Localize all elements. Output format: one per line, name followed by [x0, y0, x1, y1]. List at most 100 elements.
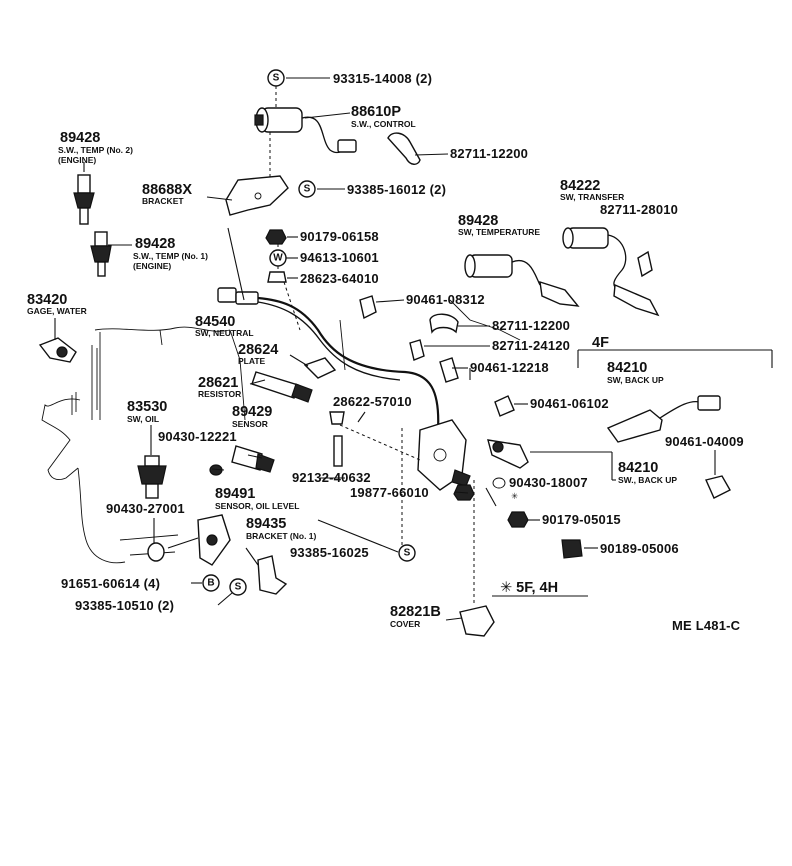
part-89428-no1[interactable]: 89428 S.W., TEMP (No. 1) (ENGINE) [133, 236, 208, 271]
washer-symbol: W [269, 249, 287, 267]
svg-text:91651-60614 (4): 91651-60614 (4) [61, 576, 160, 591]
part-83530[interactable]: 83530 SW, OIL [127, 399, 167, 424]
svg-text:90461-12218: 90461-12218 [470, 360, 549, 375]
part-82711-24120[interactable]: 82711-24120 [492, 338, 570, 353]
part-93385-16025[interactable]: 93385-16025 [290, 545, 369, 560]
part-93385-16012[interactable]: 93385-16012 (2) [347, 182, 446, 197]
gasket-18007-drawing [492, 477, 506, 489]
nut-05015-drawing [507, 511, 529, 528]
svg-text:SW, OIL: SW, OIL [127, 414, 159, 424]
part-89429[interactable]: 89429 SENSOR [232, 404, 272, 429]
svg-text:82711-12200: 82711-12200 [492, 318, 570, 333]
svg-text:89435: 89435 [246, 516, 286, 532]
svg-text:90430-27001: 90430-27001 [106, 501, 185, 516]
svg-text:SW., BACK UP: SW., BACK UP [618, 475, 677, 485]
leader-lines [54, 77, 773, 621]
footnote-5f-4h: ✳ 5F, 4H [500, 580, 558, 596]
part-82711-28010[interactable]: 82711-28010 [600, 202, 678, 217]
svg-text:88688X: 88688X [142, 182, 192, 198]
temp-switch-no2-drawing [73, 174, 95, 225]
connector-drawing [705, 475, 731, 499]
part-90179-06158[interactable]: 90179-06158 [300, 229, 379, 244]
part-84222[interactable]: 84222 SW, TRANSFER [560, 178, 624, 202]
part-90179-05015[interactable]: 90179-05015 [542, 512, 621, 527]
part-82711-12200-center[interactable]: 82711-12200 [492, 318, 570, 333]
bracket-88688x-drawing [225, 175, 289, 216]
svg-text:88610P: 88610P [351, 104, 401, 120]
sensor-drawing [231, 445, 275, 473]
bolt-symbol-bracket: S [298, 180, 316, 198]
svg-text:84210: 84210 [607, 360, 647, 376]
part-84210-lower[interactable]: 84210 SW., BACK UP [618, 460, 677, 485]
part-89428-temperature[interactable]: 89428 SW, TEMPERATURE [458, 213, 540, 237]
transfer-switch-drawing [562, 227, 660, 317]
svg-text:PLATE: PLATE [238, 356, 266, 366]
svg-text:COVER: COVER [390, 619, 420, 629]
svg-text:90189-05006: 90189-05006 [600, 541, 679, 556]
part-28624[interactable]: 28624 PLATE [238, 342, 278, 366]
svg-text:93385-16025: 93385-16025 [290, 545, 369, 560]
part-28621[interactable]: 28621 RESISTOR [198, 375, 241, 399]
bolt-symbol-top: S [267, 69, 285, 87]
water-gage-drawing [38, 337, 77, 363]
svg-text:SENSOR, OIL LEVEL: SENSOR, OIL LEVEL [215, 501, 299, 511]
svg-text:90461-04009: 90461-04009 [665, 434, 744, 449]
svg-text:82821B: 82821B [390, 604, 441, 620]
svg-text:83530: 83530 [127, 399, 167, 415]
part-84210-upper[interactable]: 84210 SW, BACK UP [607, 360, 664, 385]
part-28623-64010[interactable]: 28623-64010 [300, 271, 379, 286]
svg-text:RESISTOR: RESISTOR [198, 389, 241, 399]
part-82821b[interactable]: 82821B COVER [390, 604, 441, 629]
svg-text:W: W [273, 253, 283, 264]
part-19877-66010[interactable]: 19877-66010 [350, 485, 429, 500]
svg-text:90461-06102: 90461-06102 [530, 396, 609, 411]
part-90430-12221[interactable]: 90430-12221 [158, 429, 237, 444]
svg-text:✳: ✳ [511, 491, 518, 501]
svg-text:SW, TEMPERATURE: SW, TEMPERATURE [458, 227, 540, 237]
svg-text:SW, BACK UP: SW, BACK UP [607, 375, 664, 385]
clip-center-drawing [359, 295, 515, 417]
part-90461-04009[interactable]: 90461-04009 [665, 434, 744, 449]
part-92132-40632[interactable]: 92132-40632 [292, 470, 371, 485]
svg-text:82711-28010: 82711-28010 [600, 202, 678, 217]
svg-text:89428: 89428 [60, 130, 100, 146]
group-label-4f: 4F [592, 335, 609, 351]
svg-text:28623-64010: 28623-64010 [300, 271, 379, 286]
svg-text:90179-05015: 90179-05015 [542, 512, 621, 527]
part-91651-60614[interactable]: 91651-60614 (4) [61, 576, 160, 591]
svg-text:28624: 28624 [238, 342, 278, 358]
svg-text:93315-14008 (2): 93315-14008 (2) [333, 71, 432, 86]
part-93385-10510[interactable]: 93385-10510 (2) [75, 598, 174, 613]
svg-text:90430-18007: 90430-18007 [509, 475, 588, 490]
bracket-89435-drawing [257, 555, 288, 595]
switch-body-drawing [339, 419, 471, 545]
part-89435[interactable]: 89435 BRACKET (No. 1) [246, 516, 317, 541]
part-28622-57010[interactable]: 28622-57010 [333, 394, 412, 409]
svg-text:(ENGINE): (ENGINE) [133, 261, 171, 271]
svg-text:✳ 5F, 4H: ✳ 5F, 4H [500, 580, 558, 596]
part-83420[interactable]: 83420 GAGE, WATER [27, 292, 87, 316]
part-89491[interactable]: 89491 SENSOR, OIL LEVEL [215, 486, 299, 511]
part-84540[interactable]: 84540 SW, NEUTRAL [195, 314, 254, 338]
part-90430-18007[interactable]: 90430-18007 ✳ [509, 475, 588, 501]
svg-text:28622-57010: 28622-57010 [333, 394, 412, 409]
svg-text:BRACKET: BRACKET [142, 196, 184, 206]
diagram-code: ME L481-C [672, 618, 740, 633]
part-93315-14008[interactable]: 93315-14008 (2) [333, 71, 432, 86]
part-82711-12200-top[interactable]: 82711-12200 [450, 146, 528, 161]
temp-switch-no1-drawing [90, 231, 112, 277]
part-88610p[interactable]: 88610P S.W., CONTROL [351, 104, 416, 129]
svg-text:28621: 28621 [198, 375, 238, 391]
part-90461-12218[interactable]: 90461-12218 [470, 360, 549, 375]
part-90430-27001[interactable]: 90430-27001 [106, 501, 185, 516]
svg-text:92132-40632: 92132-40632 [292, 470, 371, 485]
part-89428-no2[interactable]: 89428 S.W., TEMP (No. 2) (ENGINE) [58, 130, 133, 165]
part-90461-08312[interactable]: 90461-08312 [406, 292, 485, 307]
part-90461-06102[interactable]: 90461-06102 [530, 396, 609, 411]
part-90189-05006[interactable]: 90189-05006 [600, 541, 679, 556]
svg-text:BRACKET (No. 1): BRACKET (No. 1) [246, 531, 317, 541]
svg-text:SW, NEUTRAL: SW, NEUTRAL [195, 328, 254, 338]
part-94613-10601[interactable]: 94613-10601 [300, 250, 379, 265]
svg-text:19877-66010: 19877-66010 [350, 485, 429, 500]
part-88688x[interactable]: 88688X BRACKET [142, 182, 192, 206]
